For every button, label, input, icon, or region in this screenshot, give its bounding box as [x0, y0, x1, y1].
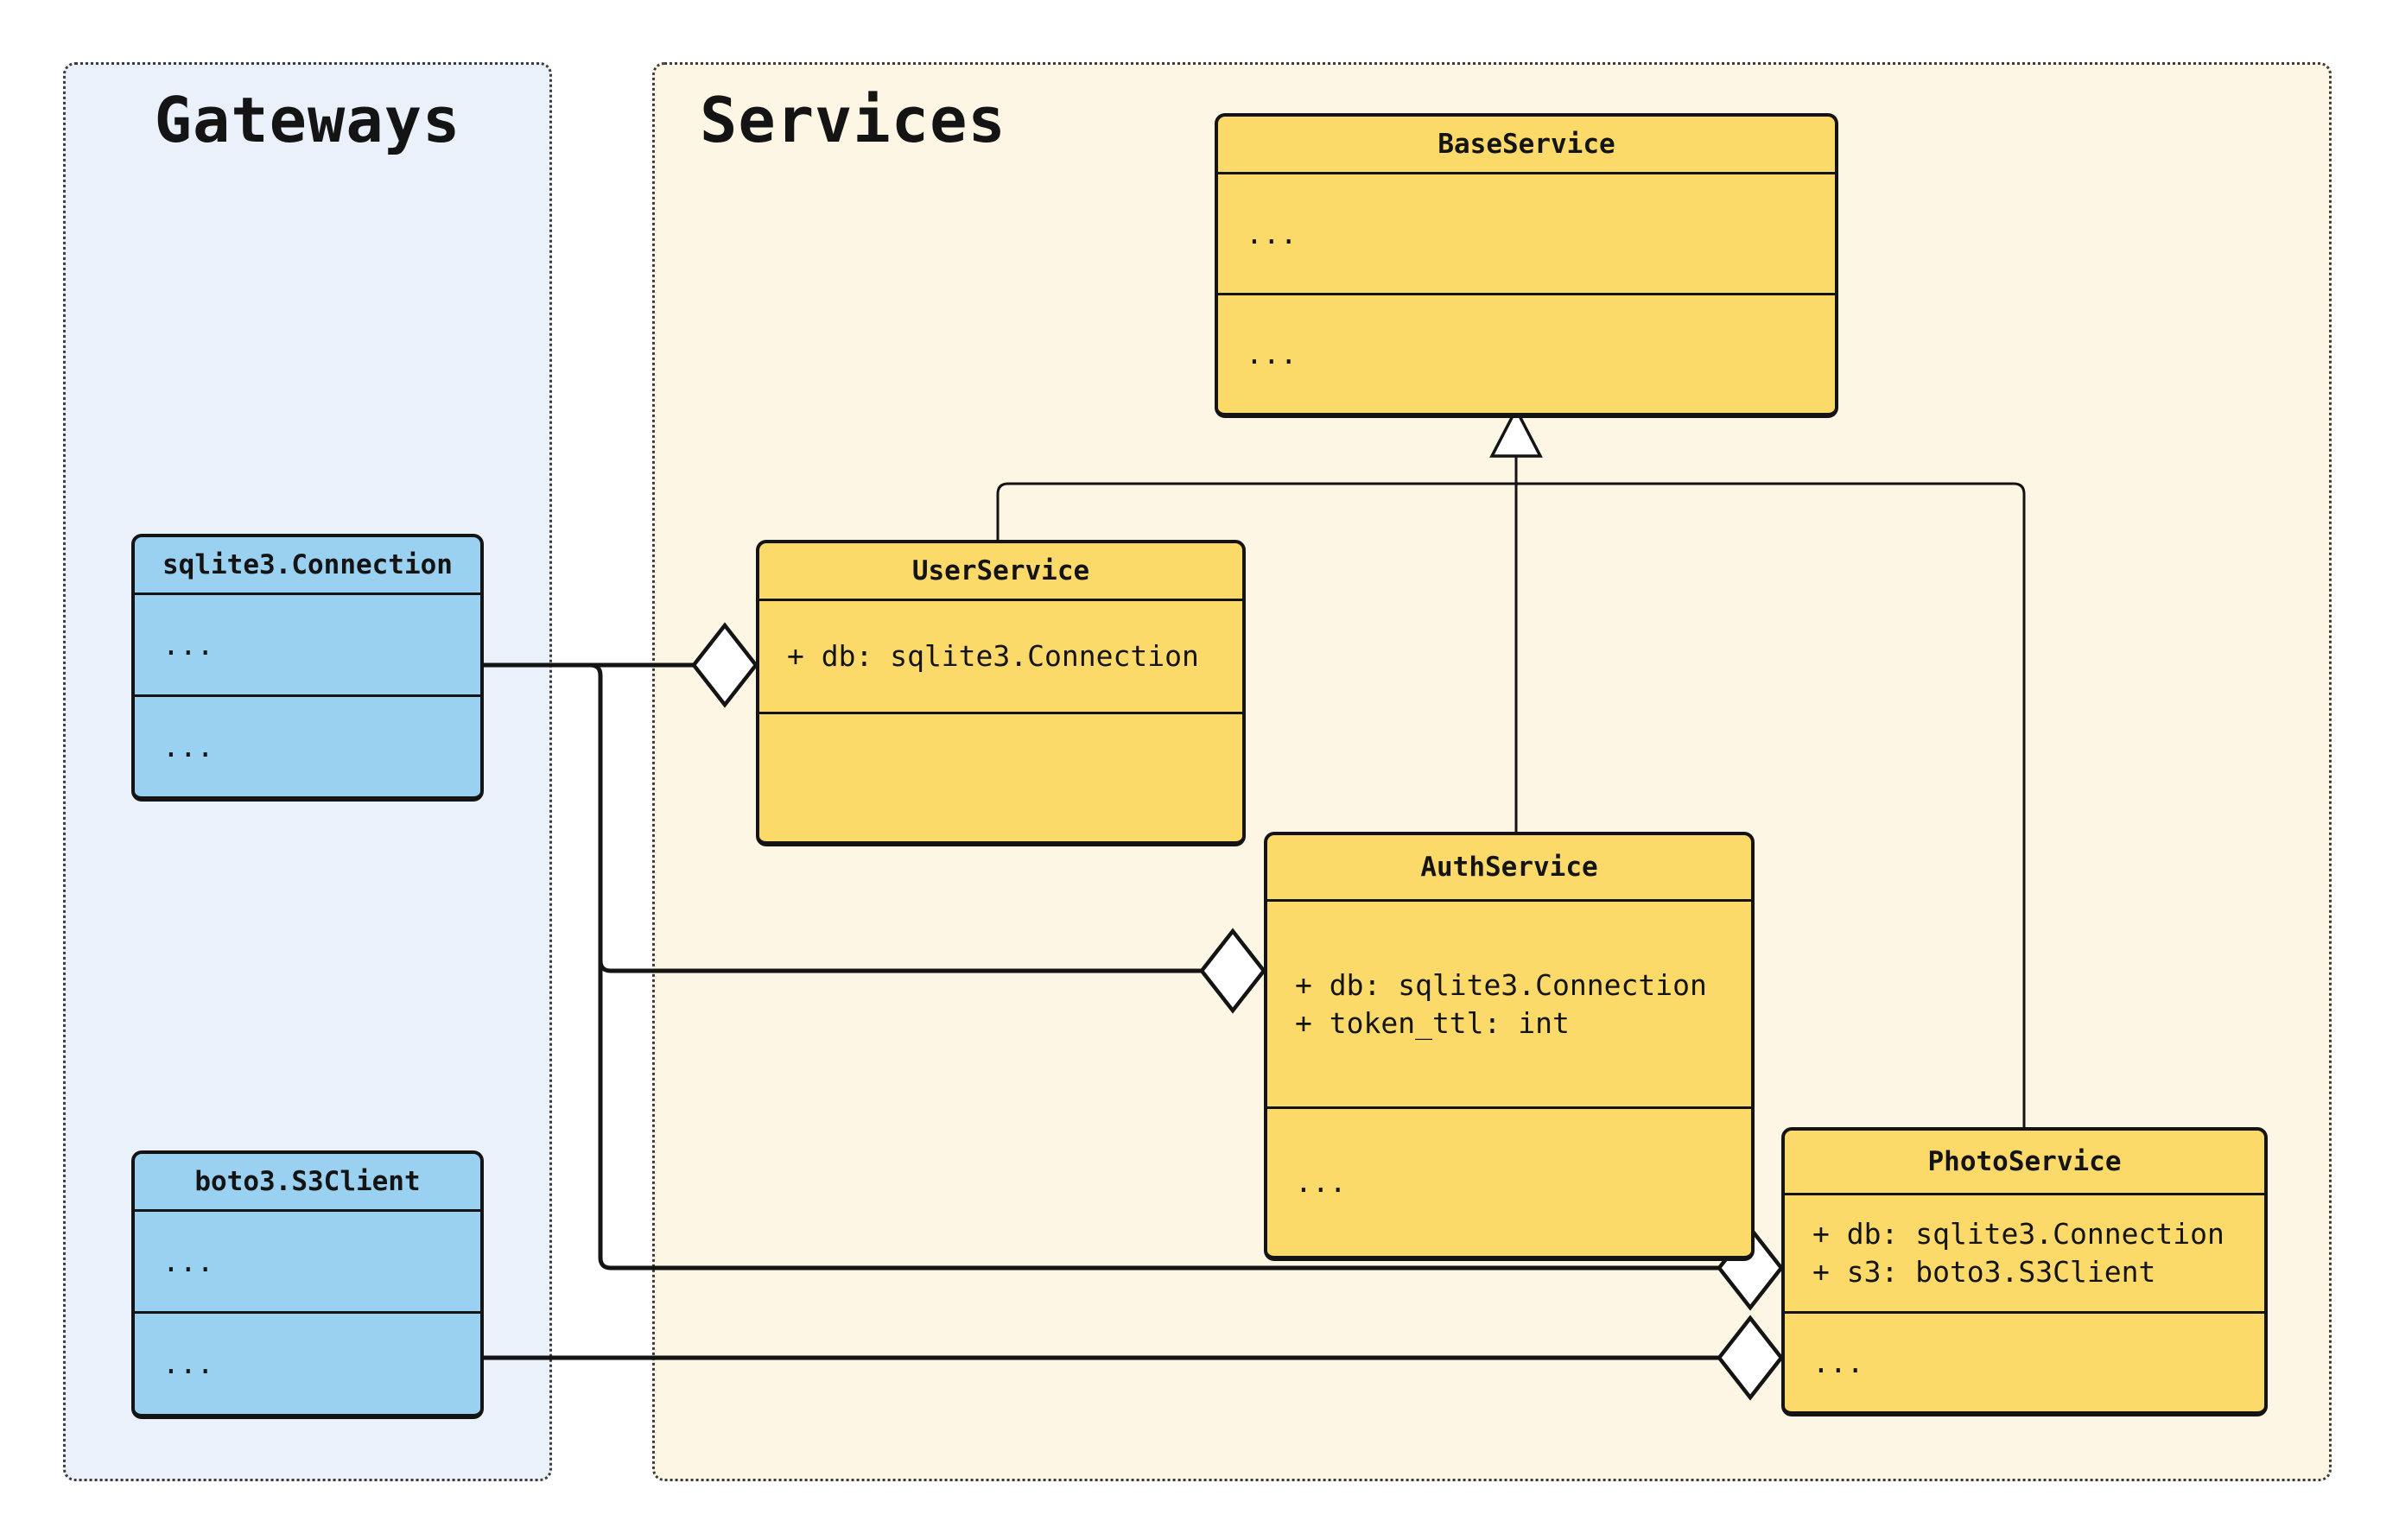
class-attributes-section: ... — [1218, 172, 1835, 293]
class-title: AuthService — [1420, 852, 1598, 883]
attribute-line: + s3: boto3.S3Client — [1812, 1255, 2156, 1289]
class-title: boto3.S3Client — [194, 1166, 421, 1197]
class-attributes-section: ... — [135, 593, 480, 694]
class-methods-section: ... — [1267, 1106, 1751, 1256]
class-attributes-section: + db: sqlite3.Connection + s3: boto3.S3C… — [1785, 1193, 2264, 1311]
method-line: ... — [162, 729, 214, 764]
class-attributes-section: ... — [135, 1209, 480, 1311]
method-line: ... — [162, 1347, 214, 1380]
attribute-line: + token_ttl: int — [1295, 1005, 1570, 1040]
attribute-line: + db: sqlite3.Connection — [1812, 1217, 2224, 1251]
class-baseservice: BaseService ... ... — [1215, 113, 1838, 418]
attribute-line: + db: sqlite3.Connection — [1295, 967, 1707, 1002]
method-line: ... — [1812, 1345, 1864, 1379]
method-line: ... — [1295, 1165, 1347, 1199]
class-boto3-s3client: boto3.S3Client ... ... — [131, 1150, 484, 1419]
class-methods-section: ... — [1218, 293, 1835, 413]
class-methods-section — [759, 712, 1242, 841]
class-attributes-section: + db: sqlite3.Connection + token_ttl: in… — [1267, 899, 1751, 1106]
class-title: PhotoService — [1927, 1146, 2122, 1177]
class-methods-section: ... — [1785, 1311, 2264, 1411]
attribute-line: ... — [162, 1244, 214, 1278]
class-attributes-section: + db: sqlite3.Connection — [759, 599, 1242, 712]
class-methods-section: ... — [135, 1311, 480, 1414]
class-title: sqlite3.Connection — [162, 549, 453, 580]
class-photoservice: PhotoService + db: sqlite3.Connection + … — [1781, 1127, 2268, 1416]
class-title: UserService — [911, 555, 1090, 586]
attribute-line: ... — [1246, 216, 1298, 250]
services-group-title: Services — [700, 84, 1006, 156]
class-sqlite3-connection: sqlite3.Connection ... ... — [131, 534, 484, 802]
attribute-line: ... — [162, 627, 214, 662]
attribute-line: + db: sqlite3.Connection — [787, 639, 1199, 673]
method-line: ... — [1246, 337, 1298, 371]
class-userservice: UserService + db: sqlite3.Connection — [756, 540, 1246, 846]
gateways-group-title: Gateways — [154, 84, 461, 156]
class-methods-section: ... — [135, 694, 480, 796]
class-authservice: AuthService + db: sqlite3.Connection + t… — [1264, 832, 1755, 1261]
class-title: BaseService — [1437, 129, 1615, 160]
